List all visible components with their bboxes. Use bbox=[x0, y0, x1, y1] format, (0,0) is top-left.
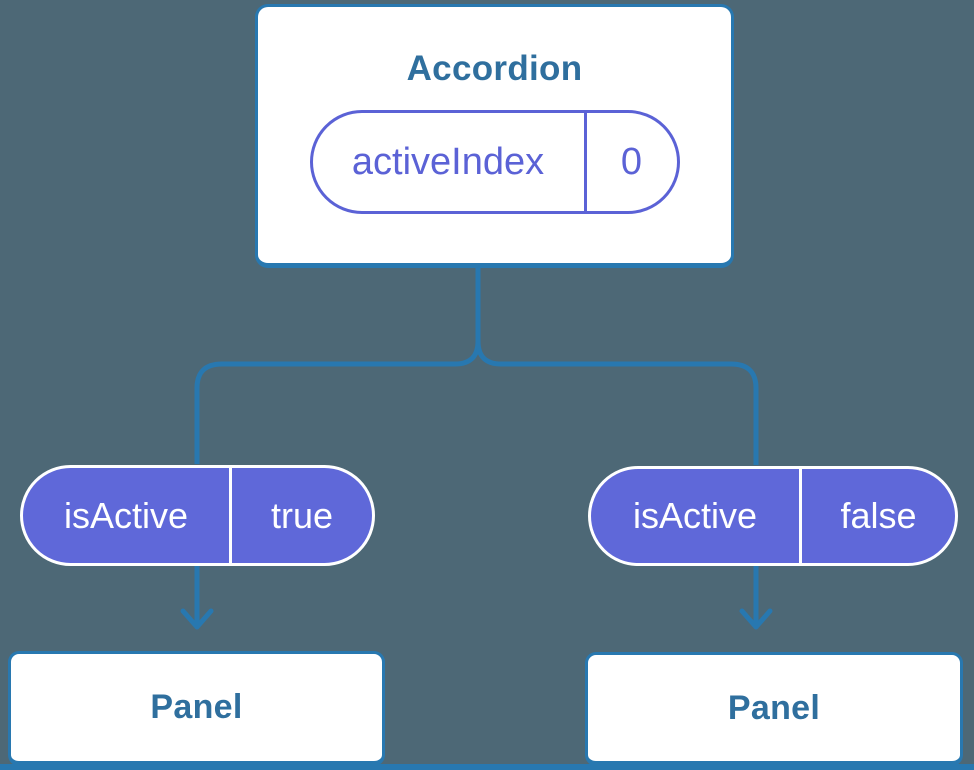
prop-name-label: isActive bbox=[632, 495, 758, 536]
panel-title: Panel bbox=[150, 688, 243, 726]
panel-component-card-left: Panel bbox=[8, 651, 385, 766]
prop-value-label: false bbox=[840, 495, 917, 536]
prop-name-label: isActive bbox=[63, 494, 189, 536]
arrow-down-icon bbox=[180, 608, 214, 630]
state-pill-activeindex: activeIndex 0 bbox=[309, 110, 680, 214]
state-name-label: activeIndex bbox=[351, 140, 545, 183]
prop-value-label: true bbox=[270, 494, 334, 536]
panel-component-card-right: Panel bbox=[585, 652, 963, 766]
accordion-component-card: Accordion activeIndex 0 bbox=[255, 4, 734, 268]
bottom-edge-line bbox=[0, 764, 974, 770]
branch-left-line bbox=[194, 266, 481, 464]
accordion-title: Accordion bbox=[406, 49, 583, 88]
branch-right-line bbox=[475, 266, 759, 465]
pill-divider bbox=[799, 469, 802, 563]
prop-pill-isactive-false: isActive false bbox=[588, 466, 958, 566]
panel-title: Panel bbox=[727, 688, 821, 727]
arrow-down-icon bbox=[739, 608, 773, 630]
pill-divider bbox=[583, 113, 587, 211]
pill-divider bbox=[229, 468, 232, 563]
prop-pill-isactive-true: isActive true bbox=[20, 465, 375, 566]
state-value-label: 0 bbox=[620, 140, 643, 183]
